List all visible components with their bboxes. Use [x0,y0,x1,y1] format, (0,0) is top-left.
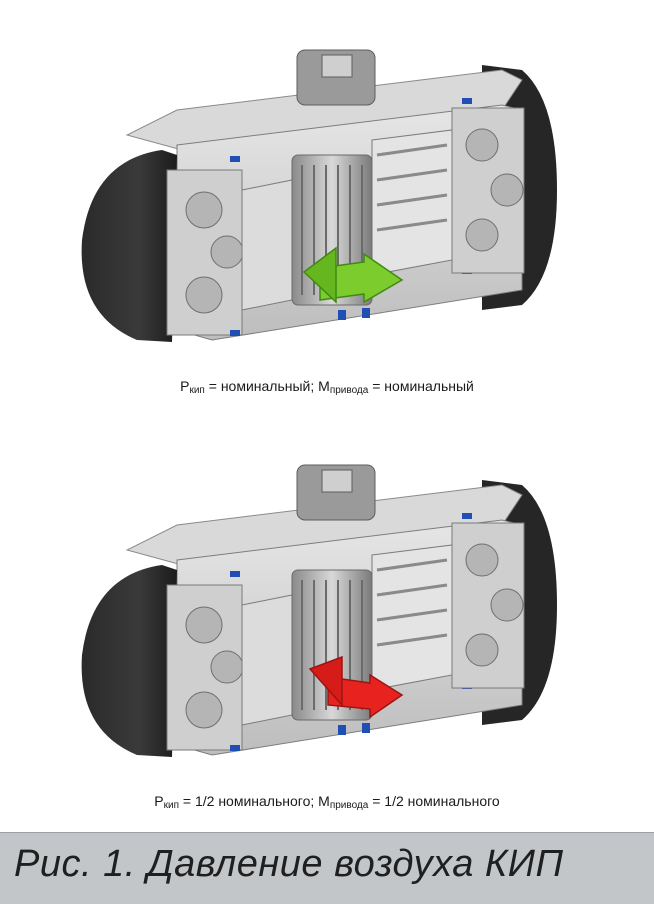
seal [462,513,472,519]
shaft-slot [321,469,353,493]
figure-caption-bar: Рис. 1. Давление воздуха КИП [0,832,654,904]
torque-arrow-bottom [308,655,404,719]
actuator-diagram-bottom [52,455,592,775]
rack-teeth [376,143,448,232]
piston-hole [490,588,524,622]
piston-hole [210,650,244,684]
piston-hole [185,191,223,229]
seal [338,725,346,735]
seal [230,571,240,577]
torque-value: = 1/2 номинального [368,793,500,809]
piston-hole [210,235,244,269]
left-rack [241,179,293,311]
rack-teeth [376,558,448,647]
left-rack [241,594,293,726]
actuator-diagram-top [52,40,592,360]
seal [362,723,370,733]
actuator-cutaway-top [81,49,557,342]
gear-teeth [301,580,363,710]
pressure-subscript: кип [189,385,205,396]
pressure-value: = 1/2 номинального; [179,793,319,809]
shaft-slot [321,54,353,78]
pressure-subscript: кип [163,800,180,811]
pressure-value: = номинальный; [204,378,319,394]
piston-hole [185,276,223,314]
piston-hole [465,218,499,252]
torque-symbol: M [318,378,330,394]
piston-hole [465,633,499,667]
piston-hole [490,173,524,207]
torque-value: = номинальный [368,378,474,394]
torque-arrow-top [302,246,404,304]
torque-subscript: привода [329,385,369,396]
torque-symbol: M [318,793,330,809]
pressure-symbol: P [180,378,190,394]
gear-teeth [301,165,363,295]
seal [462,98,472,104]
seal [230,330,240,336]
piston-hole [465,128,499,162]
torque-subscript: привода [329,800,369,811]
left-end-cap [81,565,177,757]
figure-title: Рис. 1. Давление воздуха КИП [14,843,564,885]
seal [230,156,240,162]
piston-hole [185,691,223,729]
piston-hole [185,606,223,644]
actuator-cutaway-bottom [81,464,557,757]
caption-bottom: Pкип = 1/2 номинального; Mпривода = 1/2 … [0,793,654,811]
pressure-symbol: P [154,793,164,809]
caption-top: Pкип = номинальный; Mпривода = номинальн… [0,378,654,396]
seal [338,310,346,320]
left-end-cap [81,150,177,342]
seal [362,308,370,318]
piston-hole [465,543,499,577]
seal [230,745,240,751]
